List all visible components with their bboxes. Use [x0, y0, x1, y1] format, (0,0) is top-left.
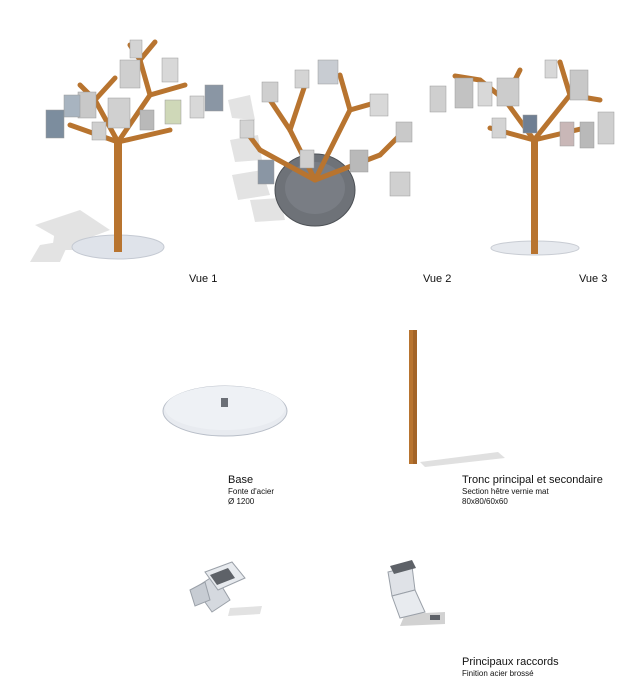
base-title: Base: [228, 474, 254, 486]
connectors-caption: Principaux raccords Finition acier bross…: [462, 656, 559, 679]
view-label-1: Vue 1: [189, 273, 218, 285]
trunk-caption: Tronc principal et secondaire Section hê…: [462, 474, 603, 507]
connectors-title: Principaux raccords: [462, 656, 559, 668]
view-label-3: Vue 3: [579, 273, 608, 285]
connectors-finish: Finition acier brossé: [462, 669, 534, 678]
trunk-dimensions: 80x80/60x60: [462, 497, 508, 506]
trunk-title: Tronc principal et secondaire: [462, 474, 603, 486]
base-diameter: Ø 1200: [228, 497, 255, 506]
trunk-section: Section hêtre vernie mat: [462, 487, 549, 496]
tree-view-1-trunk: [114, 140, 122, 252]
view-label-2: Vue 2: [423, 273, 452, 285]
base-material: Fonte d'acier: [228, 487, 274, 496]
tree-view-3-trunk: [531, 138, 538, 254]
base-caption: Base Fonte d'acier Ø 1200: [228, 474, 274, 507]
